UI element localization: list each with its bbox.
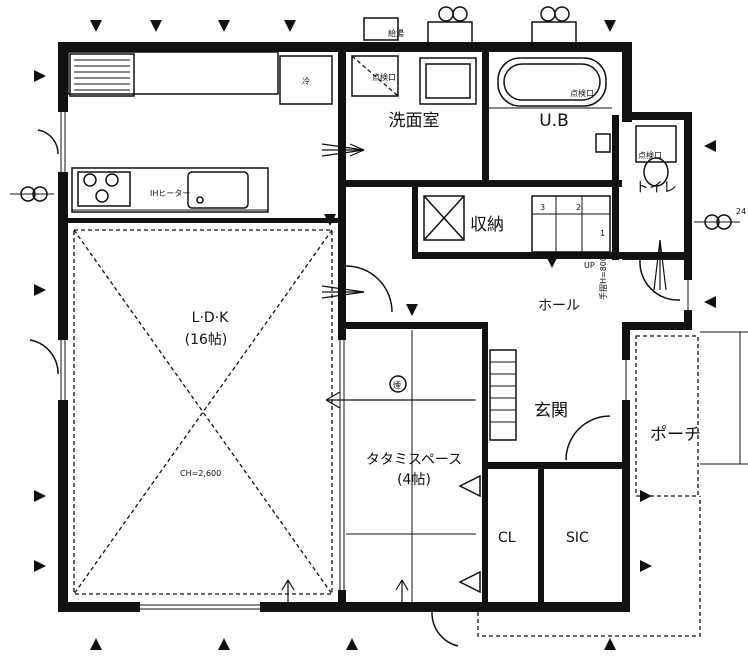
sic-room: SIC	[566, 530, 589, 546]
ceiling-outline	[73, 229, 333, 595]
kitchen-area: 冷 IHヒーター	[67, 51, 333, 213]
shoe-cabinet	[489, 349, 517, 441]
kitchen-counter	[71, 167, 269, 213]
chimney-mark-icon	[389, 375, 407, 393]
stairs: 3 2 1 UP 手摺H=800	[531, 195, 611, 300]
stair-up-label: UP	[584, 261, 595, 270]
bath-inspection-label: 点検口	[570, 88, 594, 98]
dimension-ticks	[34, 20, 716, 650]
porch-label: ポーチ	[650, 425, 701, 445]
ldk-room: L·D·K (16帖) CH=2,600	[73, 229, 333, 595]
outlet-right-icon: 24	[694, 207, 746, 230]
closet-room: CL	[458, 474, 516, 594]
fridge-box	[279, 55, 333, 105]
ceiling-height-label: CH=2,600	[180, 469, 221, 478]
ih-cooktop-icon	[77, 171, 131, 207]
toilet-door-swing	[639, 259, 681, 301]
washroom-arrow-icon	[321, 143, 365, 157]
bottom-door-swing	[431, 611, 459, 647]
toilet-label: トイレ	[635, 180, 677, 196]
toilet-room: 点検口 トイレ	[635, 125, 681, 301]
bath-room: 点検口 U.B	[489, 57, 612, 153]
handrail-label: 手摺H=800	[598, 256, 608, 300]
kitchen-sink-icon	[187, 171, 249, 209]
hall-area: ホール	[321, 265, 580, 314]
hall-arrow-icon	[321, 285, 365, 299]
bottom-arrows	[281, 579, 409, 606]
hall-label: ホール	[538, 298, 580, 314]
stair-step-3: 3	[540, 203, 545, 212]
windows	[58, 112, 692, 612]
bath-label: U.B	[539, 111, 569, 131]
ih-label: IHヒーター	[150, 189, 190, 198]
left-upper-door-swing	[37, 129, 59, 155]
left-door-swing	[29, 339, 59, 375]
porch-area: ポーチ	[477, 335, 701, 637]
wash-inspection-label: 点検口	[372, 72, 396, 82]
tatami-label: タタミスペース	[366, 452, 462, 468]
ldk-label: L·D·K	[192, 310, 229, 326]
kitchen-vent-lines	[74, 59, 130, 91]
tatami-room: 煙 タタミスペース (4帖)	[325, 330, 476, 602]
tatami-size-label: (4帖)	[397, 472, 431, 488]
outlet-24-label: 24	[736, 207, 746, 216]
tatami-arrow-icon	[325, 391, 474, 409]
toilet-bowl	[643, 157, 669, 187]
washroom-label: 洗面室	[389, 111, 440, 131]
ac-outdoor-unit-left	[427, 6, 473, 47]
chimney-mark-label: 煙	[393, 381, 401, 390]
washing-machine-box	[419, 57, 477, 105]
fridge-label: 冷	[302, 76, 310, 86]
porch-dimension-lines	[700, 331, 748, 465]
stair-step-1: 1	[600, 229, 605, 238]
entrance-door-swing	[565, 415, 611, 461]
sic-label: SIC	[566, 530, 589, 546]
ldk-size-label: (16帖)	[185, 332, 228, 348]
entrance-label: 玄関	[534, 401, 568, 421]
storage-label: 収納	[470, 215, 504, 235]
hall-door-swing	[345, 265, 393, 313]
bathtub	[497, 57, 607, 107]
toilet-arrow-icon	[653, 239, 667, 291]
closet-label: CL	[498, 530, 516, 546]
toilet-inspection-label: 点検口	[638, 150, 662, 160]
water-heater-unit: 給湯	[363, 17, 404, 41]
storage-room: 収納	[423, 195, 504, 241]
storage-box	[423, 195, 465, 241]
outlet-left-icon	[10, 186, 54, 202]
toilet-tank	[635, 125, 677, 163]
washroom-room: 点検口 洗面室	[321, 55, 477, 157]
ac-outdoor-unit-right	[531, 6, 577, 47]
water-heater-label: 給湯	[388, 28, 404, 38]
entrance-area: 玄関	[489, 349, 611, 461]
washbasin-box	[351, 55, 399, 97]
interior-walls	[68, 42, 622, 612]
stair-step-2: 2	[576, 203, 581, 212]
